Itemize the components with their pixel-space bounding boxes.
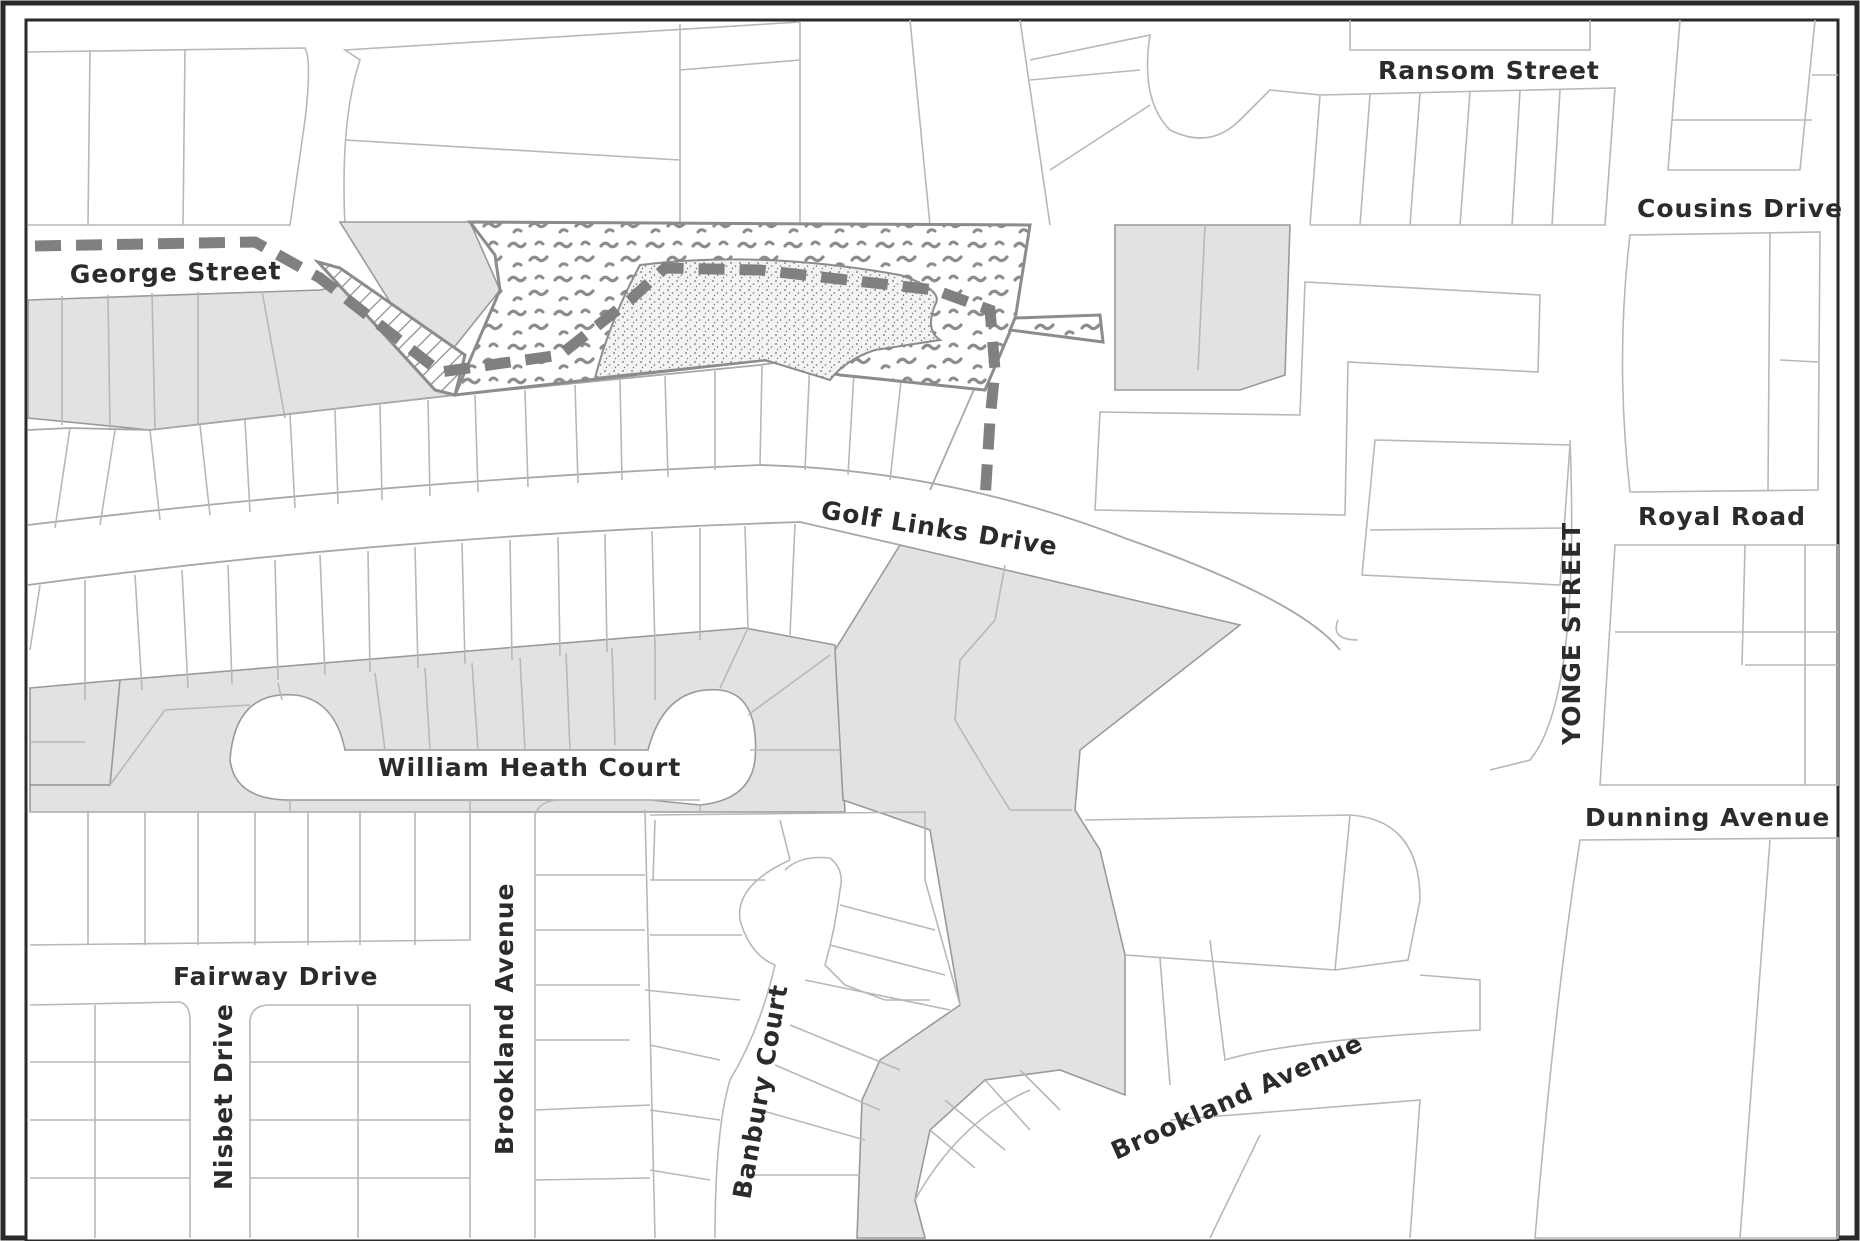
street-label-fairway-drive: Fairway Drive <box>173 962 378 991</box>
street-label-george-street: George Street <box>70 256 282 289</box>
woodland-strip <box>1007 313 1105 344</box>
street-label-brookland-avenue-vertical: Brookland Avenue <box>490 883 519 1155</box>
street-label-nisbet-drive: Nisbet Drive <box>209 1003 238 1190</box>
street-label-william-heath-court: William Heath Court <box>378 753 681 782</box>
william-heath-court-lots <box>109 627 840 812</box>
street-label-dunning-avenue: Dunning Avenue <box>1585 803 1830 832</box>
open-meadow-area <box>593 258 943 382</box>
dashed-trail <box>34 236 1001 501</box>
east-lots <box>1084 231 1839 1239</box>
street-label-royal-road: Royal Road <box>1638 502 1806 531</box>
street-label-cousins-drive: Cousins Drive <box>1637 194 1843 223</box>
shaded-lots <box>27 221 1291 1239</box>
street-label-ransom-street: Ransom Street <box>1378 56 1600 85</box>
street-label-yonge-street: YONGE STREET <box>1557 522 1586 746</box>
southwest-lots <box>29 799 1061 1239</box>
north-lots <box>27 19 1838 226</box>
golf-links-south-lots <box>27 521 901 700</box>
